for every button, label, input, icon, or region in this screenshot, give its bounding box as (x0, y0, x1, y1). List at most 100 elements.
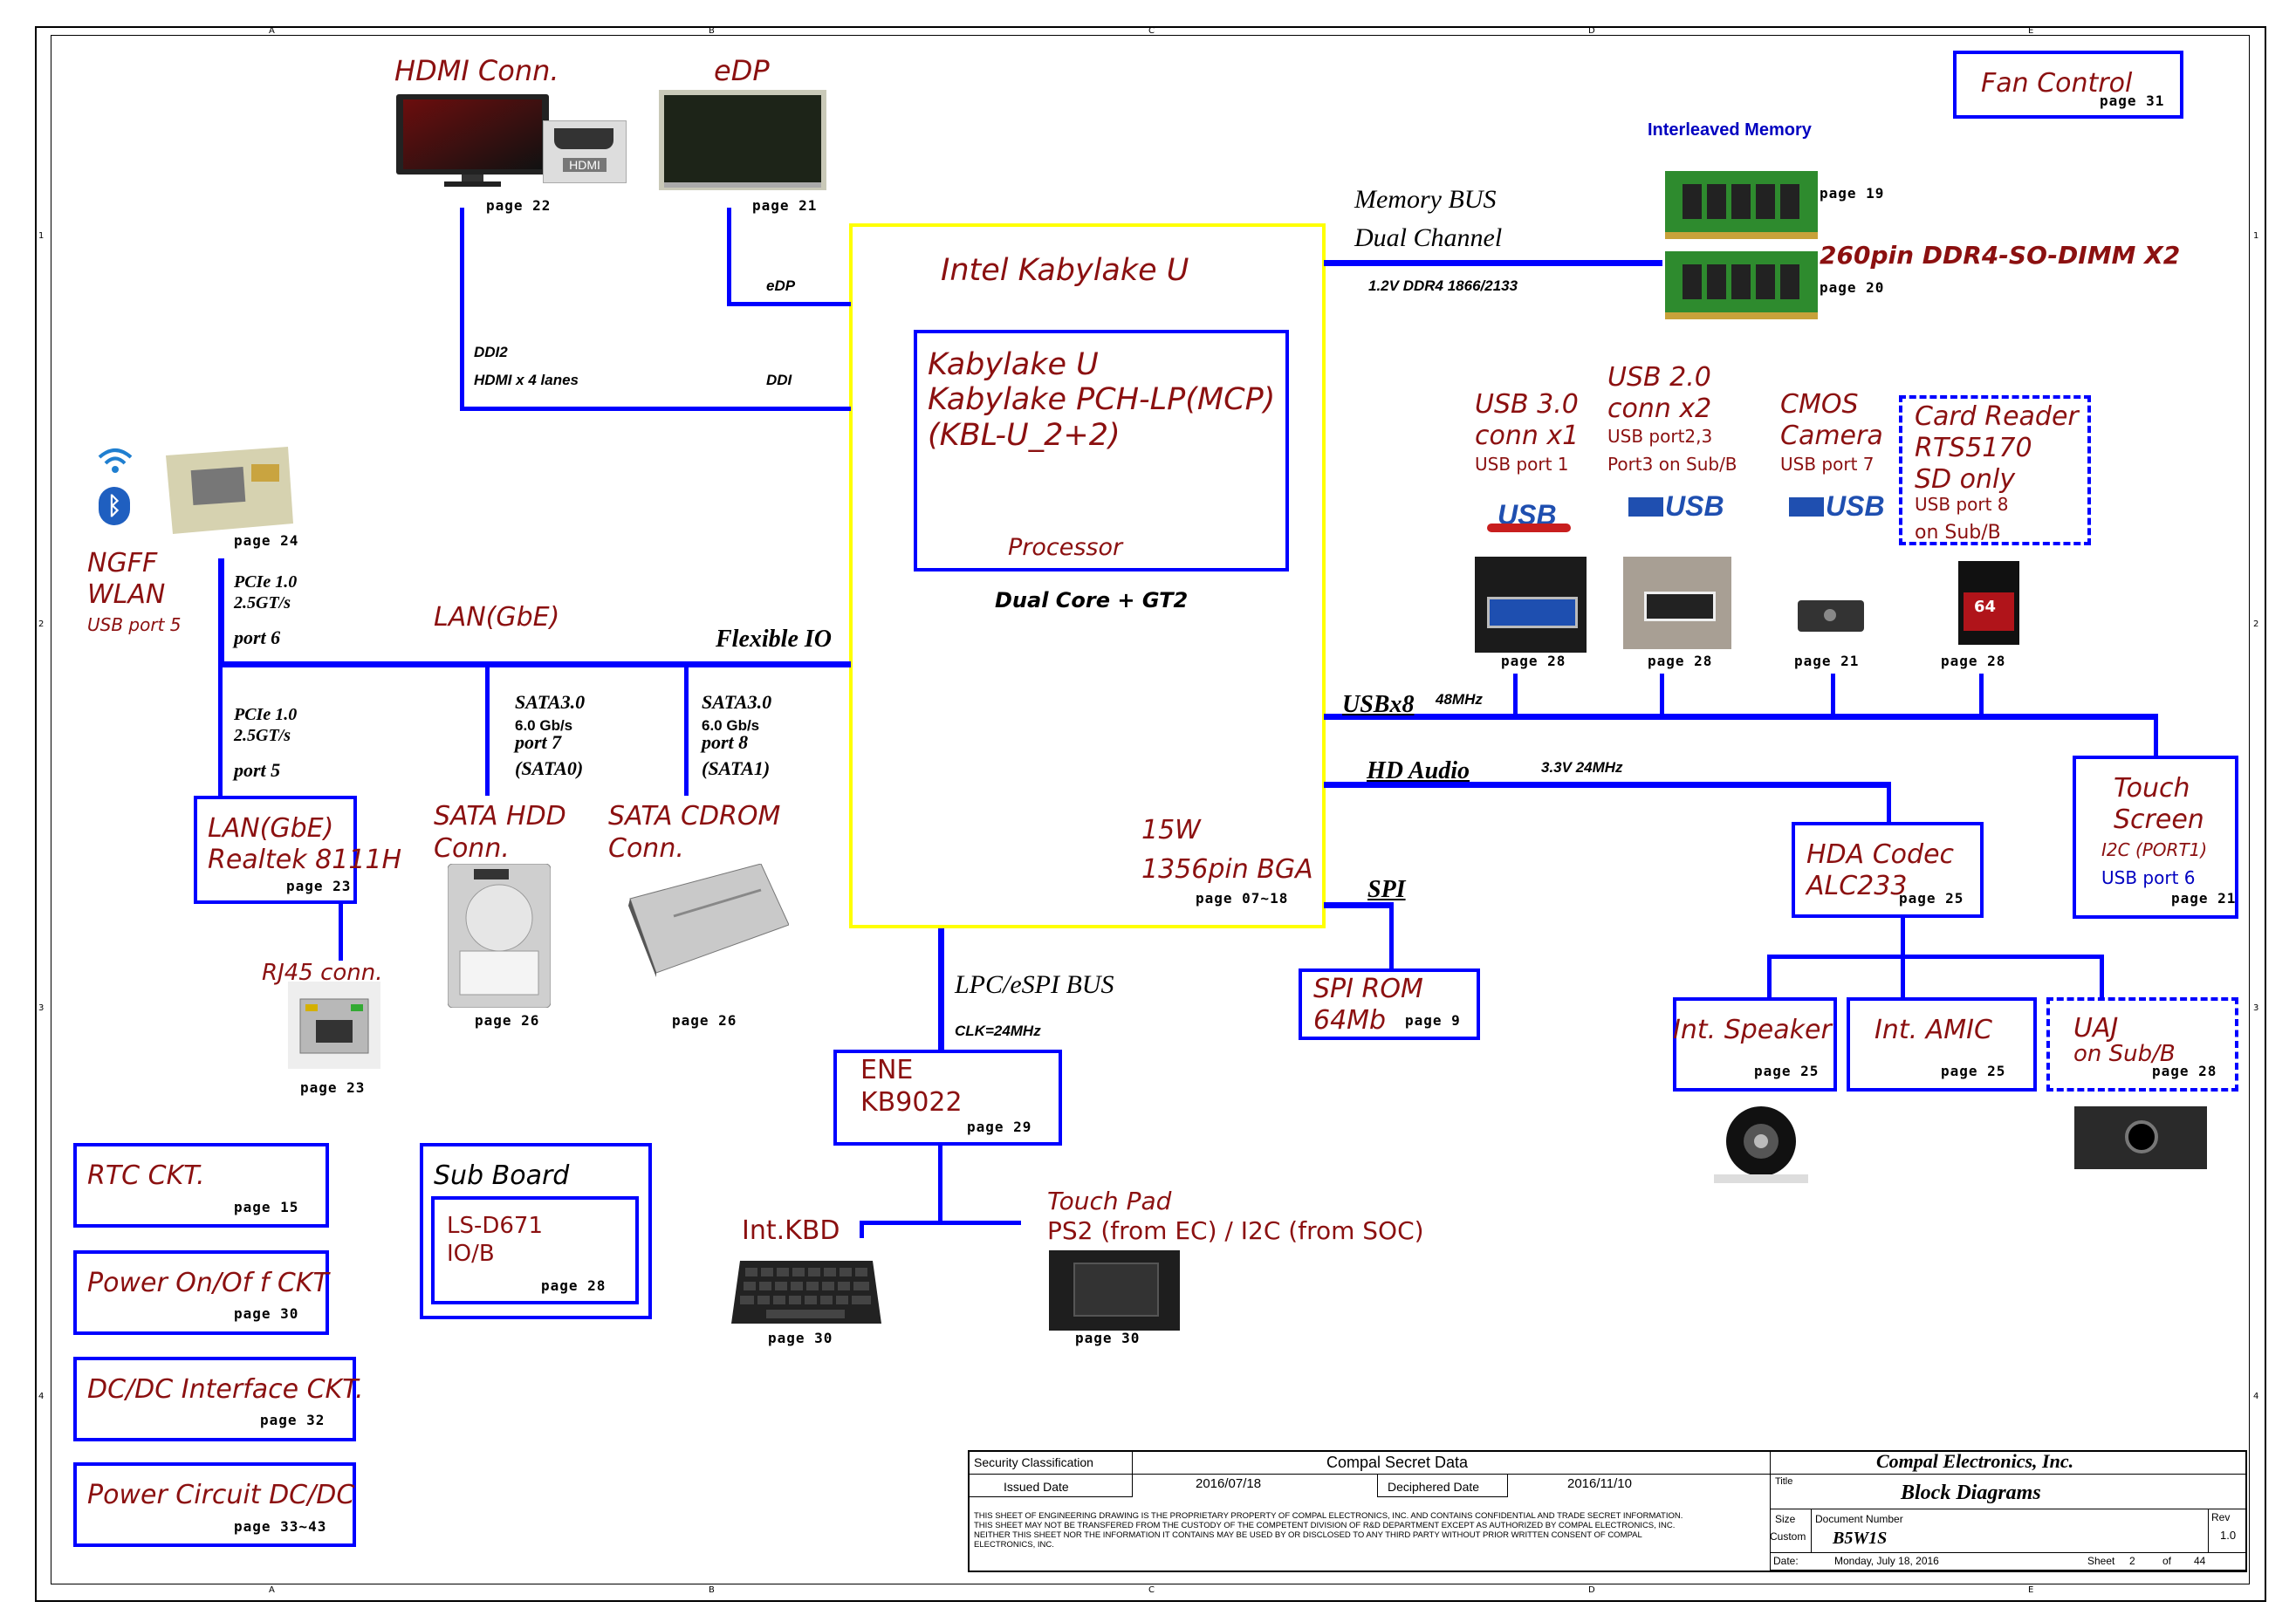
row-marker-2: 2 (38, 619, 45, 629)
uaj-jack-photo (2074, 1106, 2207, 1169)
cpu-inner-line1: Kabylake U (928, 347, 1099, 382)
fan-control-box[interactable] (1953, 51, 2183, 119)
col-marker-a: A (269, 26, 275, 36)
flexible-io-bus (218, 661, 851, 667)
dimm1-icon (1665, 171, 1818, 239)
touchpad-title2: PS2 (from EC) / I2C (from SOC) (1047, 1216, 1424, 1245)
touchpad-surface (1073, 1263, 1159, 1317)
lan-title2: Realtek 8111H (208, 845, 402, 875)
subboard-box[interactable] (420, 1143, 652, 1319)
card-drop (1979, 674, 1984, 717)
usb3-port-photo (1475, 557, 1587, 653)
tb-issued-val: 2016/07/18 (1196, 1476, 1262, 1491)
tb-company: Compal Electronics, Inc. (1876, 1450, 2074, 1472)
cdrom-page: page 26 (672, 1012, 737, 1029)
amic-box[interactable] (1847, 997, 2037, 1092)
card-reader-box[interactable] (1899, 395, 2091, 545)
dual-channel-label: Dual Channel (1354, 223, 1503, 252)
sd-card-icon: 64 (1958, 561, 2019, 645)
keyboard-icon (731, 1261, 881, 1324)
usb3-port-socket (1487, 597, 1578, 628)
hdmi-lanes-label: HDMI x 4 lanes (474, 372, 579, 388)
ec-branch (860, 1221, 1021, 1225)
speaker-box[interactable] (1673, 997, 1837, 1092)
usb2-port-photo (1623, 557, 1731, 649)
wlan-pcie: PCIe 1.0 (234, 572, 298, 592)
lan-speed: 2.5GT/s (234, 726, 291, 745)
hda-codec-box[interactable] (1792, 822, 1984, 918)
edp-line-h (727, 302, 851, 306)
lan-box[interactable] (194, 796, 357, 904)
spi-drop (1389, 902, 1394, 970)
tb-of: of (2162, 1555, 2172, 1567)
subboard-inner-box[interactable] (431, 1196, 639, 1304)
power-on-box[interactable] (73, 1250, 329, 1335)
touchpad-page: page 30 (1075, 1330, 1141, 1346)
hda-trunk (1901, 918, 1905, 956)
dimm1-page: page 19 (1820, 185, 1885, 202)
sata1-line (684, 665, 689, 796)
usb3-page: page 28 (1501, 653, 1566, 669)
usb2-port-socket (1644, 592, 1716, 621)
spi-label: SPI (1367, 876, 1406, 903)
uaj-drop (2100, 955, 2104, 998)
power-circuit-page: page 33~43 (234, 1518, 327, 1535)
cpu-processor: Processor (1008, 534, 1123, 561)
subboard-page: page 28 (541, 1277, 607, 1294)
usb2-title2: conn x2 (1607, 394, 1712, 424)
interleaved-memory-label: Interleaved Memory (1648, 120, 1812, 140)
touch-drop (2154, 714, 2158, 757)
lan-bus-label: LAN(GbE) (434, 602, 560, 633)
touch-screen-box[interactable] (2073, 756, 2238, 919)
tb-docval: B5W1S (1833, 1529, 1888, 1548)
sata0-line (485, 665, 490, 796)
lan-bus-v (218, 665, 223, 796)
edp-panel-icon (659, 90, 826, 190)
card-page: page 28 (1941, 653, 2006, 669)
sata0-port: port 7 (515, 731, 562, 753)
tb-sheet-lbl: Sheet (2087, 1555, 2115, 1567)
edp-line-v (727, 208, 731, 304)
tb-deciphered-val: 2016/11/10 (1567, 1476, 1632, 1491)
rtc-box[interactable] (73, 1143, 329, 1228)
ec-trunk (938, 1146, 942, 1223)
sata-hdd-title1: SATA HDD (434, 801, 566, 832)
dcdc-interface-box[interactable] (73, 1357, 356, 1441)
usb3-logo-swoosh (1487, 524, 1571, 532)
cpu-inner-line2: Kabylake PCH-LP(MCP) (928, 382, 1276, 417)
tb-date-lbl: Date: (1773, 1555, 1799, 1567)
rj45-icon (288, 982, 380, 1069)
wifi-icon (98, 445, 133, 478)
row-marker-1: 1 (38, 231, 45, 241)
camera-logo: USB (1785, 487, 1888, 530)
spi-rom-box[interactable] (1299, 968, 1480, 1040)
camera-title1: CMOS (1780, 389, 1859, 420)
row-marker-1-right: 1 (2253, 231, 2259, 241)
edp-bus-label: eDP (766, 277, 796, 294)
tb-date: Monday, July 18, 2016 (1834, 1555, 1939, 1567)
col-marker-d-bottom: D (1588, 1585, 1595, 1595)
power-circuit-box[interactable] (73, 1462, 356, 1547)
hdd-icon (448, 864, 551, 1008)
spi-page: page 9 (1405, 1012, 1461, 1029)
uaj-box[interactable] (2046, 997, 2238, 1092)
dimm2-icon (1665, 251, 1818, 319)
sata1-port: port 8 (702, 731, 749, 753)
row-marker-4: 4 (38, 1392, 45, 1401)
sata-hdd-title2: Conn. (434, 833, 510, 864)
usb-bus-line (1324, 714, 2157, 720)
tb-size: Size (1775, 1513, 1796, 1525)
hda-title2: ALC233 (1806, 871, 1908, 901)
tb-revval: 1.0 (2220, 1529, 2237, 1542)
audio-branch (1767, 955, 2103, 959)
ene-box[interactable] (833, 1050, 1062, 1146)
amic-page: page 25 (1941, 1063, 2006, 1079)
tb-custom: Custom (1770, 1530, 1806, 1543)
touchpad-title1: Touch Pad (1047, 1187, 1172, 1215)
rtc-page: page 15 (234, 1199, 299, 1215)
uaj-jack (2125, 1120, 2158, 1153)
amic-title: Int. AMIC (1874, 1015, 1992, 1045)
dimm-title: 260pin DDR4-SO-DIMM X2 (1820, 241, 2181, 270)
ene-title1: ENE (860, 1055, 914, 1085)
